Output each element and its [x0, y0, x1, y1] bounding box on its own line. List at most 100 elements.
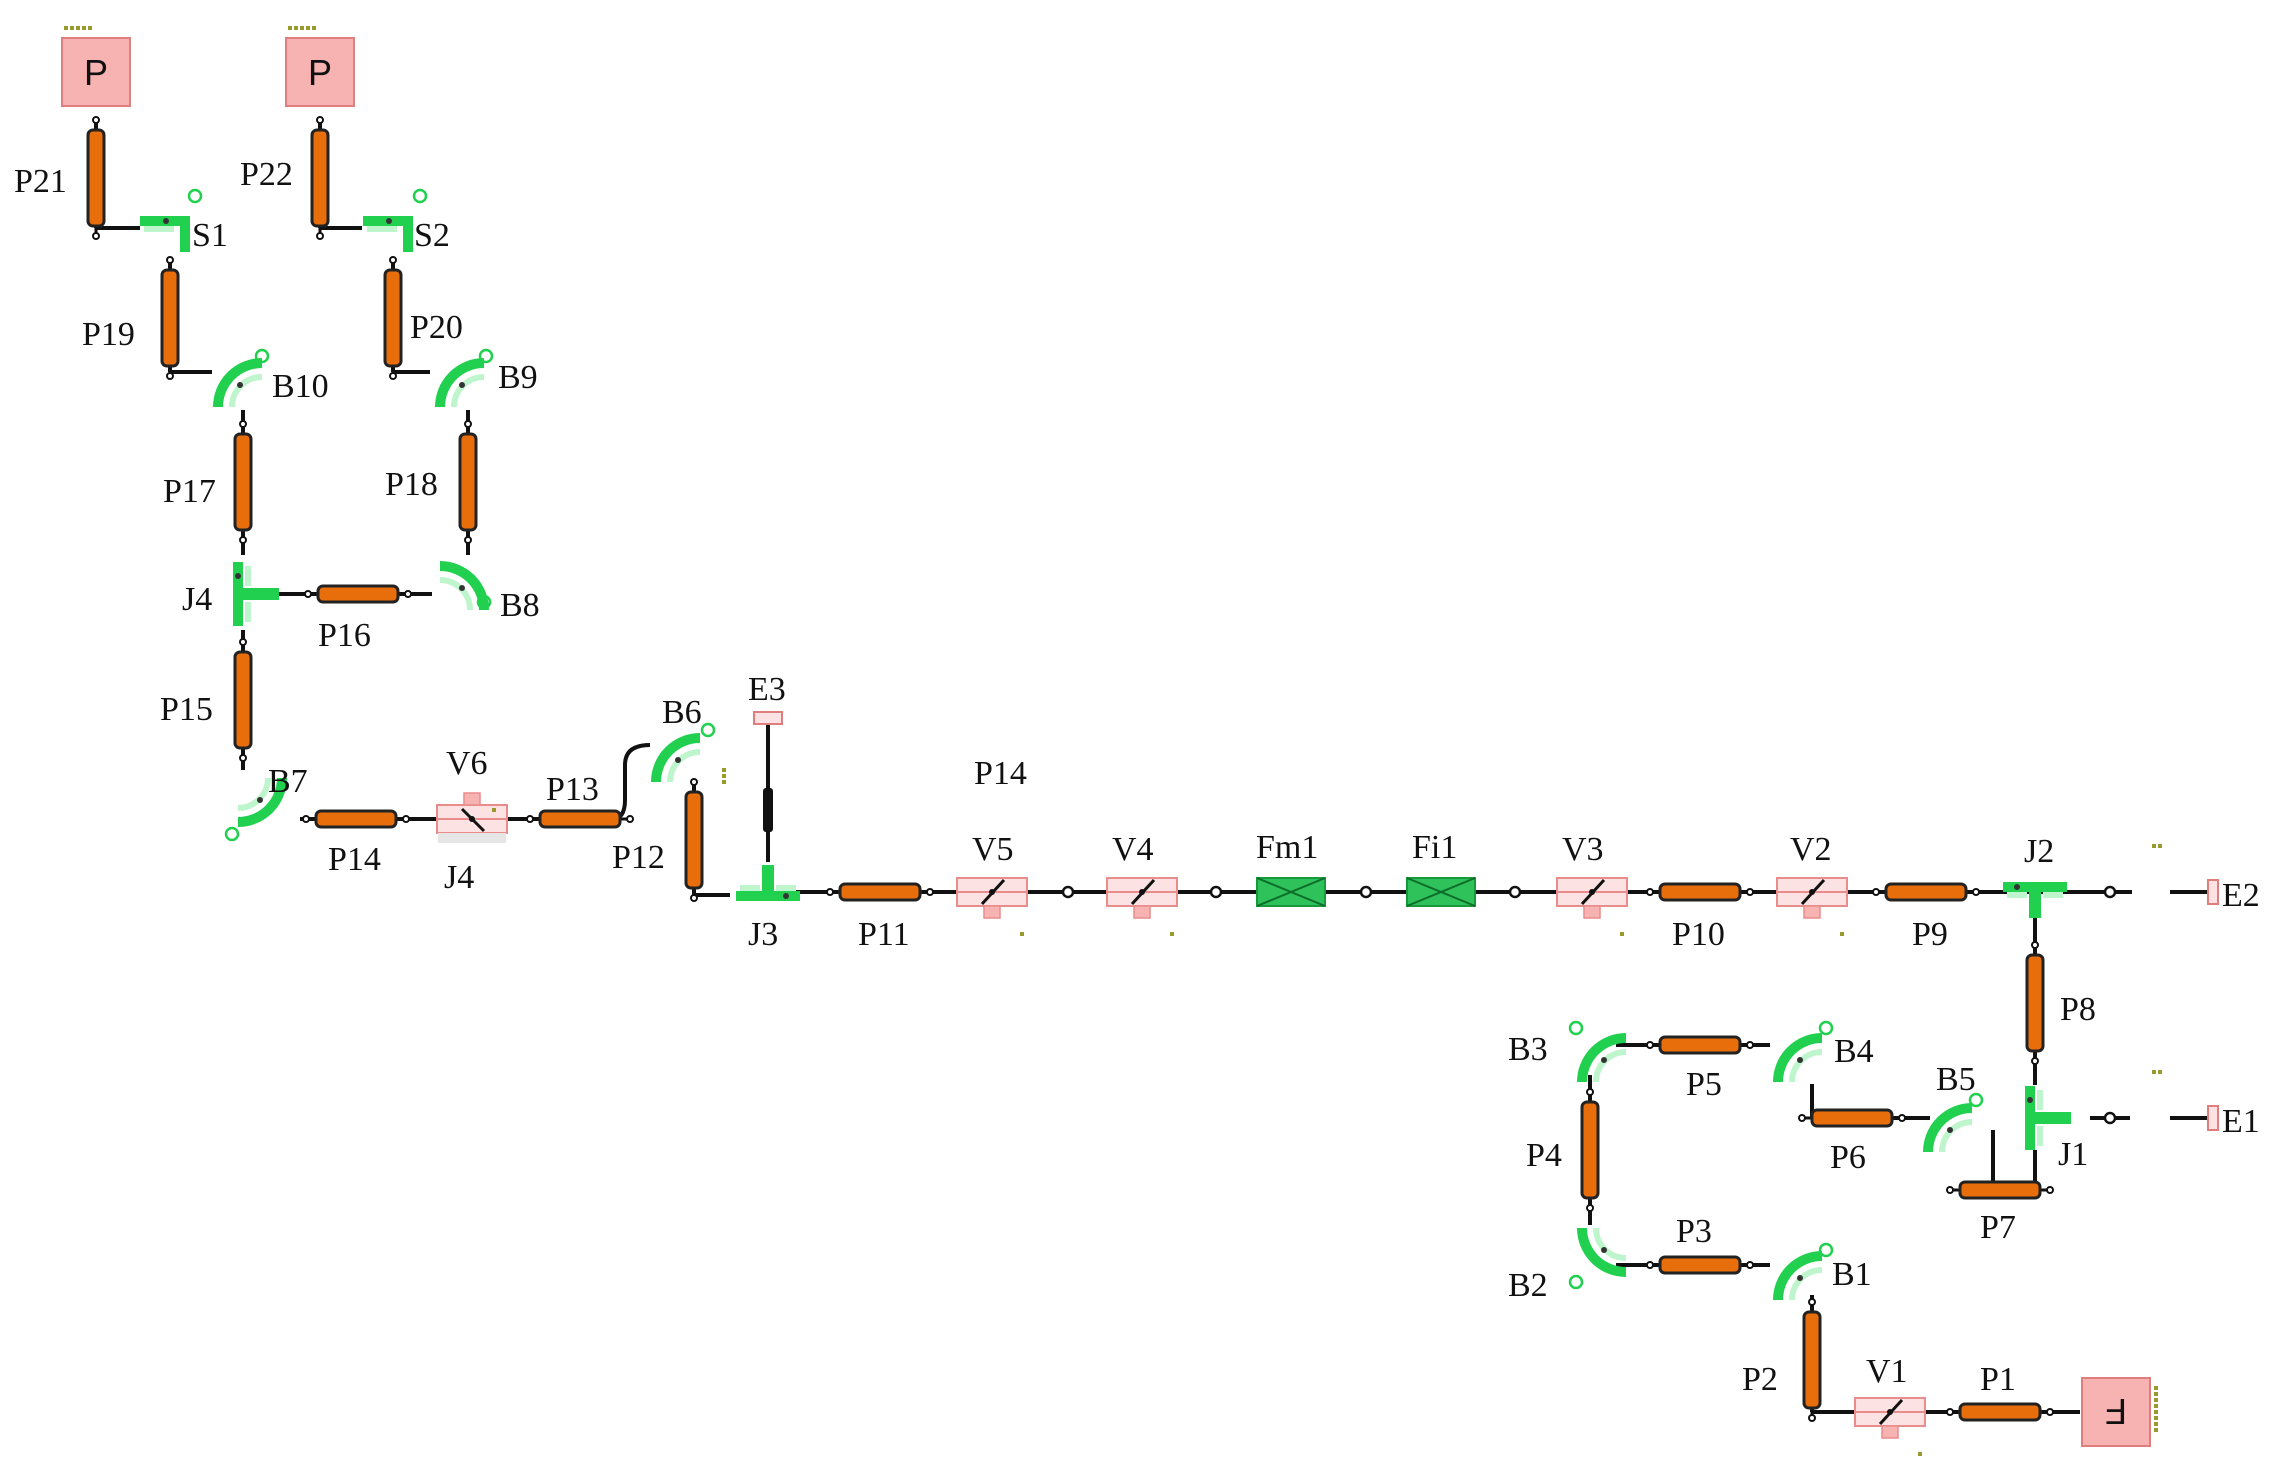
bend-B1[interactable] — [1778, 1256, 1822, 1300]
pipe-P17[interactable] — [233, 419, 253, 545]
label-P16: P16 — [318, 617, 371, 654]
pipe-P7[interactable] — [1945, 1180, 2055, 1200]
label-J4-top: J4 — [182, 581, 212, 618]
label-B4: B4 — [1834, 1033, 1874, 1070]
label-B6: B6 — [662, 694, 702, 731]
pipe-P8[interactable] — [2025, 940, 2045, 1066]
bend-B6[interactable] — [656, 738, 700, 782]
connector-link — [1194, 885, 1238, 899]
label-B8: B8 — [500, 587, 540, 624]
pipe-P9[interactable] — [1871, 882, 1981, 902]
label-P2: P2 — [1742, 1361, 1778, 1398]
pipe-P21[interactable] — [86, 115, 106, 241]
endpoint-E1[interactable] — [2207, 1105, 2219, 1131]
label-B3: B3 — [1508, 1031, 1548, 1068]
label-P11: P11 — [858, 916, 910, 953]
valve-V6[interactable] — [436, 792, 508, 843]
pipe-P10[interactable] — [1645, 882, 1755, 902]
label-P17: P17 — [163, 473, 216, 510]
label-B1: B1 — [1832, 1256, 1872, 1293]
splitter-S2[interactable] — [363, 216, 413, 252]
filter-Fi1[interactable] — [1406, 877, 1476, 907]
pressure-source-right[interactable]: P — [285, 26, 355, 107]
junction-J4-top[interactable] — [233, 562, 279, 626]
label-P10: P10 — [1672, 916, 1725, 953]
source-label: P — [84, 52, 108, 93]
label-V6: V6 — [446, 745, 488, 782]
pipe-E3-stem[interactable] — [763, 788, 773, 832]
pipe-P18[interactable] — [458, 419, 478, 545]
pipe-P3[interactable] — [1645, 1255, 1755, 1275]
label-V1: V1 — [1866, 1353, 1908, 1390]
label-P15: P15 — [160, 691, 213, 728]
pipe-P14-left[interactable] — [301, 809, 411, 829]
pressure-source-left[interactable]: P — [61, 26, 131, 107]
label-P13: P13 — [546, 771, 599, 808]
label-P1: P1 — [1980, 1361, 2016, 1398]
component-labels: P21 P22 S1 S2 P19 P20 B10 B9 P17 P18 J4 … — [14, 156, 2260, 1398]
bend-B9[interactable] — [440, 363, 484, 407]
splitter-S1[interactable] — [140, 216, 190, 252]
label-B2: B2 — [1508, 1267, 1548, 1304]
label-P20: P20 — [410, 309, 463, 346]
valve-V5[interactable] — [955, 876, 1029, 920]
source-dots — [64, 26, 92, 30]
bend-B4[interactable] — [1778, 1038, 1822, 1082]
label-E1: E1 — [2222, 1103, 2260, 1140]
endpoint-E3[interactable] — [753, 711, 783, 725]
pipe-P16[interactable] — [303, 584, 413, 604]
label-Fi1: Fi1 — [1412, 829, 1457, 866]
connector-link — [1493, 885, 1537, 899]
endpoint-E2[interactable] — [2207, 879, 2219, 905]
pipe-P15[interactable] — [233, 637, 253, 763]
label-P3: P3 — [1676, 1213, 1712, 1250]
pipe-P22[interactable] — [310, 115, 330, 241]
bend-B10[interactable] — [218, 363, 262, 407]
label-B9: B9 — [498, 359, 538, 396]
label-V3: V3 — [1562, 831, 1604, 868]
source-dots — [288, 26, 316, 30]
connector-link — [2088, 1111, 2132, 1125]
label-P18: P18 — [385, 466, 438, 503]
label-P7: P7 — [1980, 1209, 2016, 1246]
label-J2: J2 — [2024, 833, 2054, 870]
pipe-P20[interactable] — [383, 255, 403, 381]
pipe-P11[interactable] — [825, 882, 935, 902]
pipe-P1[interactable] — [1945, 1402, 2055, 1422]
label-E2: E2 — [2222, 877, 2260, 914]
bend-B5[interactable] — [1928, 1108, 1972, 1152]
label-S2: S2 — [414, 217, 450, 254]
label-P19: P19 — [82, 316, 135, 353]
flow-source-bottom[interactable]: F — [2081, 1377, 2158, 1447]
pipe-P19[interactable] — [160, 255, 180, 381]
label-Fm1: Fm1 — [1256, 829, 1318, 866]
label-P12: P12 — [612, 839, 665, 876]
pipe-P4[interactable] — [1580, 1087, 1600, 1213]
label-S1: S1 — [192, 217, 228, 254]
valve-V3[interactable] — [1555, 876, 1629, 920]
connector-link — [1046, 885, 1090, 899]
label-P14-left: P14 — [328, 841, 381, 878]
pipe-P12[interactable] — [684, 777, 704, 903]
pipe-P5[interactable] — [1645, 1035, 1755, 1055]
label-P14-mid: P14 — [974, 755, 1027, 792]
pipe-P13[interactable] — [525, 809, 635, 829]
source-label: P — [308, 52, 332, 93]
connector-link — [2088, 885, 2132, 899]
pipe-P6[interactable] — [1797, 1108, 1907, 1128]
flowmeter-Fm1[interactable] — [1256, 877, 1326, 907]
label-J1: J1 — [2058, 1136, 2088, 1173]
junction-J2[interactable] — [2003, 882, 2067, 918]
label-P8: P8 — [2060, 991, 2096, 1028]
label-P21: P21 — [14, 163, 67, 200]
source-label: F — [2105, 1391, 2127, 1432]
label-V4: V4 — [1112, 831, 1154, 868]
junction-J1[interactable] — [2025, 1086, 2071, 1150]
valve-V4[interactable] — [1105, 876, 1179, 920]
valve-V2[interactable] — [1775, 876, 1849, 920]
valve-V1[interactable] — [1853, 1396, 1927, 1440]
pipe-P2[interactable] — [1802, 1297, 1822, 1423]
label-P5: P5 — [1686, 1066, 1722, 1103]
junction-J3[interactable] — [736, 865, 800, 901]
